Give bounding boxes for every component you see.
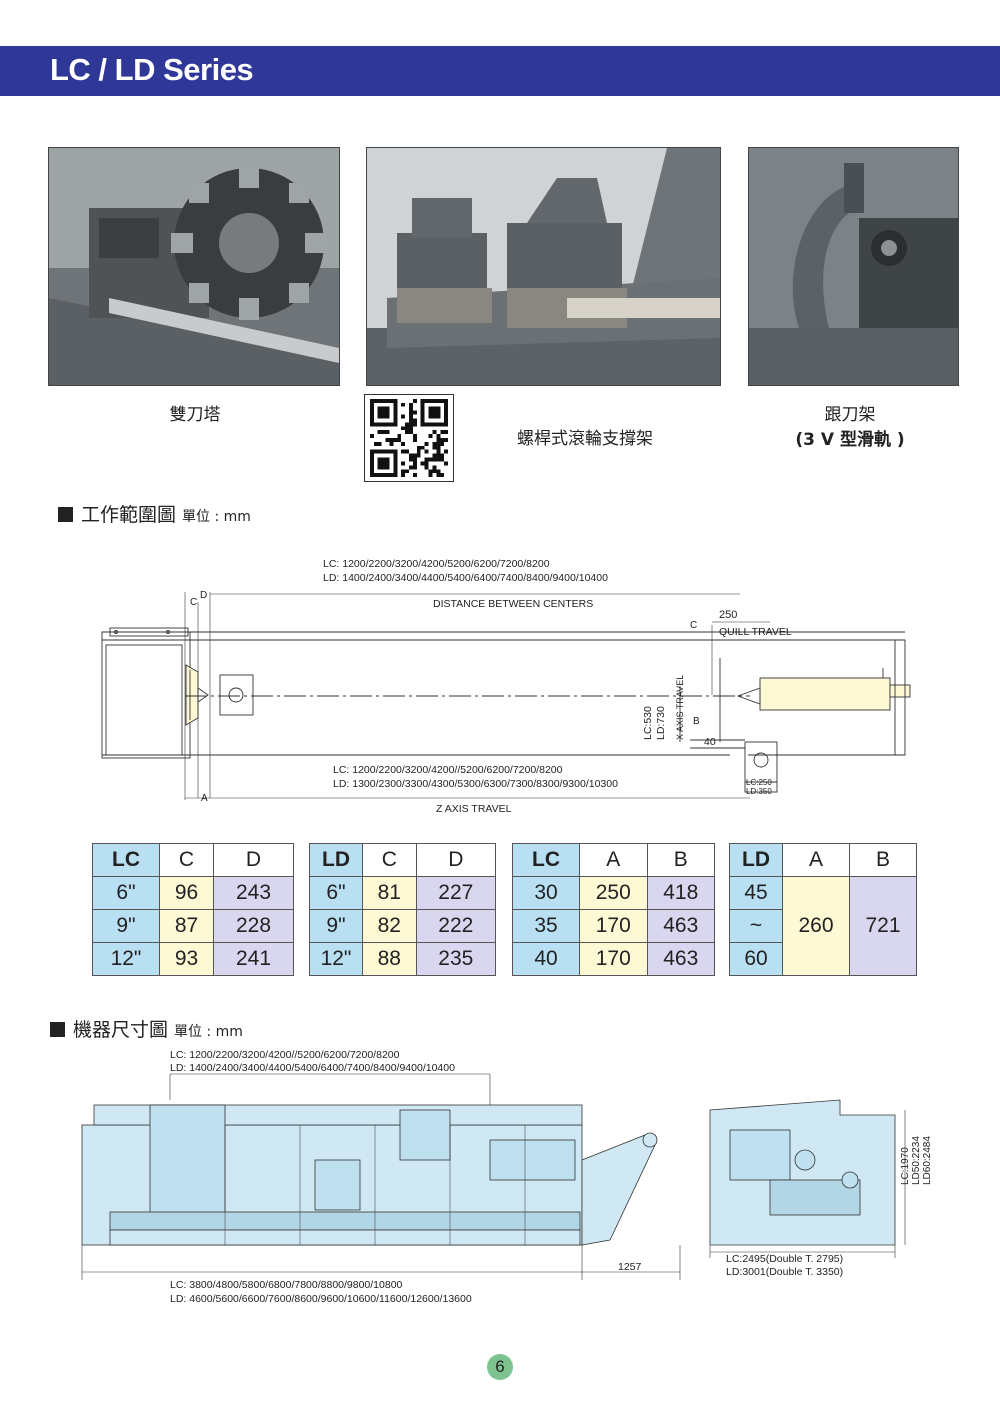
x-axis-travel-label: X AXIS TRAVEL xyxy=(675,675,685,740)
work-range-diagram: LC: 1200/2200/3200/4200/5200/6200/7200/8… xyxy=(101,558,911,815)
c-marker: C xyxy=(690,620,697,631)
a-marker: A xyxy=(201,793,208,804)
table-cell: 9" xyxy=(92,909,160,943)
caption-roller-steady-rest: 螺桿式滾輪支撐架 xyxy=(517,429,653,449)
table-cell: 30 xyxy=(512,876,580,910)
table-header: C xyxy=(362,843,417,877)
quill-travel-value: 250 xyxy=(719,609,737,621)
table-cell: 241 xyxy=(213,942,294,976)
table-header: D xyxy=(213,843,294,877)
lc-z-label: LC: 1200/2200/3200/4200//5200/6200/7200/… xyxy=(333,764,563,776)
caption-double-turret: 雙刀塔 xyxy=(169,405,221,425)
ld60-height-label: LD60:2484 xyxy=(922,1136,933,1185)
table-cell: 82 xyxy=(362,909,417,943)
table-header: C xyxy=(158,843,215,877)
lc-height-label: LC:1970 xyxy=(900,1147,911,1185)
distance-between-centers-label: DISTANCE BETWEEN CENTERS xyxy=(433,598,593,610)
caption-follow-rest-line2: (3 V 型滑軌 ) xyxy=(795,430,905,450)
caption-follow-rest: 跟刀架 (3 V 型滑軌 ) xyxy=(770,400,930,450)
page-number: 6 xyxy=(487,1354,513,1380)
machine-dims-unit: 單位 : mm xyxy=(174,1024,243,1040)
table-cell: 170 xyxy=(579,942,648,976)
work-range-title: 工作範圍圖 xyxy=(81,504,177,526)
table-cell: 170 xyxy=(579,909,648,943)
table-cell: 463 xyxy=(646,909,715,943)
table-cell: 60 xyxy=(729,942,783,976)
page-title: LC / LD Series xyxy=(50,52,254,87)
table-cell: 40 xyxy=(512,942,580,976)
table-cell: 87 xyxy=(158,909,215,943)
b-marker: B xyxy=(693,716,700,727)
table-cell: 96 xyxy=(158,876,215,910)
table-cell: 88 xyxy=(362,942,417,976)
ld-x-label: LD:730 xyxy=(655,706,667,740)
table-cell: 9" xyxy=(309,909,363,943)
ld350-label: LD:350 xyxy=(746,787,772,796)
work-range-unit: 單位 : mm xyxy=(182,509,251,525)
table-header: B xyxy=(646,843,715,877)
lc-x-label: LC:530 xyxy=(642,706,654,740)
table-ld-ab: LD A B 45 260 721 ~ 60 xyxy=(729,843,917,976)
machine-dims-heading: 機器尺寸圖單位 : mm xyxy=(50,1015,243,1042)
photo-roller-steady-rest xyxy=(366,147,721,386)
table-cell: 418 xyxy=(646,876,715,910)
table-header: B xyxy=(849,843,917,877)
z-axis-travel-label: Z AXIS TRAVEL xyxy=(436,803,512,815)
lc250-label: LC:250 xyxy=(746,778,772,787)
table-header: LD xyxy=(729,843,783,877)
table-cell: 12" xyxy=(309,942,363,976)
table-lc-ab: LC A B 30 250 418 35 170 463 40 170 463 xyxy=(512,843,715,976)
photo-double-turret xyxy=(48,147,340,386)
ld-centers-label: LD: 1400/2400/3400/4400/5400/6400/7400/8… xyxy=(323,572,608,584)
forty-label: 40 xyxy=(704,736,716,748)
table-cell: 243 xyxy=(213,876,294,910)
chip-conveyor-length: 1257 xyxy=(618,1261,642,1273)
table-cell: 463 xyxy=(646,942,715,976)
table-cell: 721 xyxy=(849,876,917,976)
c-marker-top: C xyxy=(190,597,197,608)
table-cell: 35 xyxy=(512,909,580,943)
d-marker: D xyxy=(200,590,207,601)
bullet-square-icon xyxy=(50,1022,65,1037)
lc-bottom-label: LC: 3800/4800/5800/6800/7800/8800/9800/1… xyxy=(170,1279,403,1291)
ld-depth-label: LD:3001(Double T. 3350) xyxy=(726,1266,843,1278)
bullet-square-icon xyxy=(58,507,73,522)
table-header: LC xyxy=(92,843,160,877)
table-cell: 235 xyxy=(415,942,497,976)
ld-bottom-label: LD: 4600/5600/6600/7600/8600/9600/10600/… xyxy=(170,1293,472,1305)
table-lc-cd: LC C D 6" 96 243 9" 87 228 12" 93 241 xyxy=(92,843,294,976)
table-cell: 222 xyxy=(415,909,497,943)
table-cell: 6" xyxy=(309,876,363,910)
table-ld-cd: LD C D 6" 81 227 9" 82 222 12" 88 235 xyxy=(309,843,497,976)
photo-follow-rest xyxy=(748,147,959,386)
header-bar: LC / LD Series xyxy=(0,46,1000,96)
table-cell: 227 xyxy=(415,876,497,910)
table-header: D xyxy=(415,843,497,877)
table-cell: 228 xyxy=(213,909,294,943)
table-cell: 81 xyxy=(362,876,417,910)
table-cell: 6" xyxy=(92,876,160,910)
table-cell: 12" xyxy=(92,942,160,976)
ld-top-label: LD: 1400/2400/3400/4400/5400/6400/7400/8… xyxy=(170,1062,455,1074)
table-header: A xyxy=(579,843,648,877)
qr-code[interactable] xyxy=(364,394,454,482)
machine-dims-diagram: LC: 1200/2200/3200/4200//5200/6200/7200/… xyxy=(81,1049,933,1305)
lc-centers-label: LC: 1200/2200/3200/4200/5200/6200/7200/8… xyxy=(323,558,550,570)
ld-z-label: LD: 1300/2300/3300/4300/5300/6300/7300/8… xyxy=(333,778,618,790)
machine-dims-title: 機器尺寸圖 xyxy=(73,1019,169,1041)
table-header: A xyxy=(782,843,850,877)
ld50-height-label: LD50:2234 xyxy=(911,1136,922,1185)
table-cell: 250 xyxy=(579,876,648,910)
lc-top-label: LC: 1200/2200/3200/4200//5200/6200/7200/… xyxy=(170,1049,400,1061)
quill-travel-label: QUILL TRAVEL xyxy=(719,626,792,638)
caption-follow-rest-line1: 跟刀架 xyxy=(824,405,876,425)
table-cell: ~ xyxy=(729,909,783,943)
table-cell: 45 xyxy=(729,876,783,910)
table-header: LC xyxy=(512,843,580,877)
lc-depth-label: LC:2495(Double T. 2795) xyxy=(726,1253,843,1265)
table-header: LD xyxy=(309,843,363,877)
table-cell: 93 xyxy=(158,942,215,976)
work-range-heading: 工作範圍圖單位 : mm xyxy=(58,500,251,527)
table-cell: 260 xyxy=(782,876,850,976)
